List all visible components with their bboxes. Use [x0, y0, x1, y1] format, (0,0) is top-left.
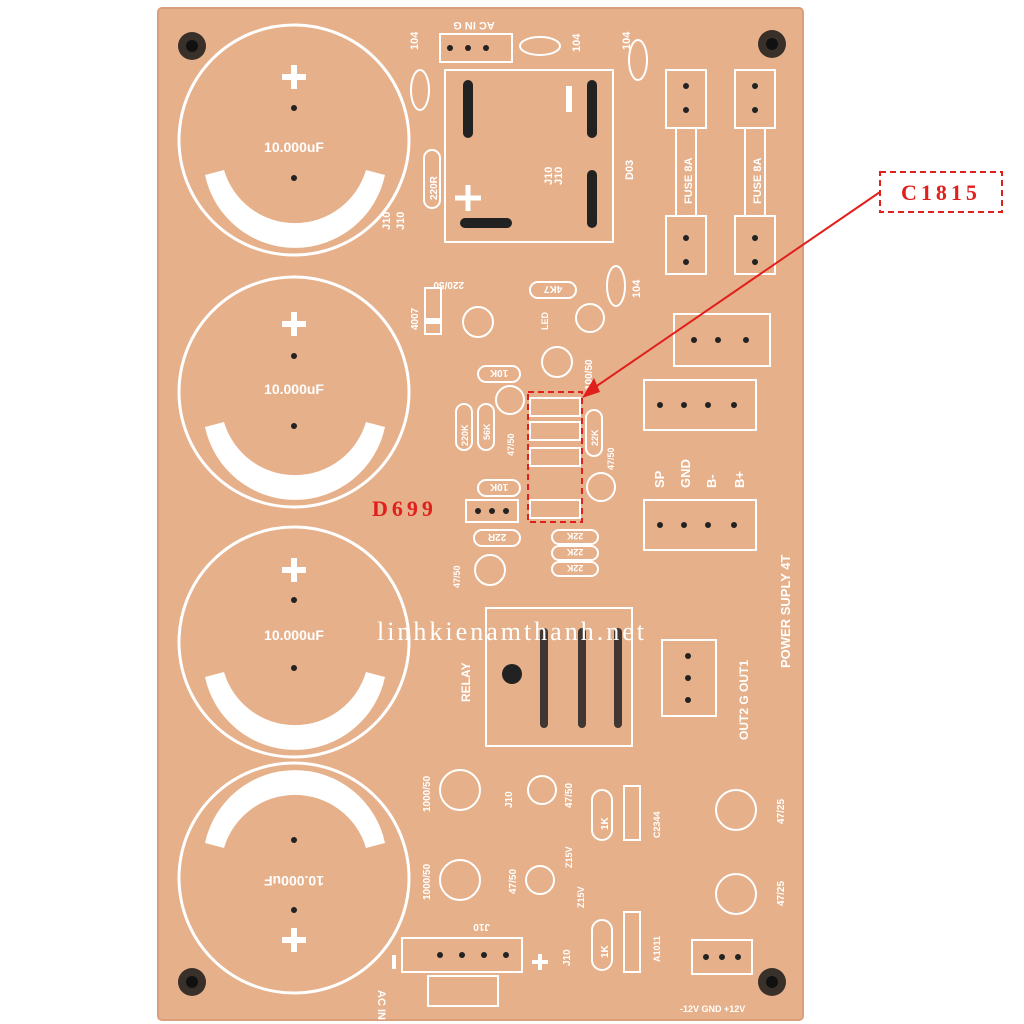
svg-text:J10: J10	[543, 167, 555, 185]
svg-text:A1011: A1011	[652, 936, 662, 962]
ac-in-connector-bottom: J10 AC IN G	[375, 921, 548, 1024]
svg-text:47/25: 47/25	[776, 799, 787, 824]
svg-text:J10: J10	[553, 167, 565, 185]
c1815-arrow-head	[582, 378, 600, 398]
svg-text:B-: B-	[704, 474, 719, 488]
svg-text:FUSE 8A: FUSE 8A	[683, 157, 695, 204]
svg-text:104: 104	[571, 33, 583, 52]
watermark-text: linhkienamthanh.net	[377, 617, 647, 646]
svg-text:C2344: C2344	[652, 811, 662, 838]
svg-text:OUT2 G OUT1: OUT2 G OUT1	[737, 660, 751, 740]
svg-text:104: 104	[409, 31, 421, 50]
big-capacitor-3: 10.000uF	[177, 525, 411, 759]
svg-text:22K: 22K	[566, 547, 583, 557]
svg-text:22K: 22K	[590, 429, 600, 446]
svg-text:GND: GND	[678, 459, 693, 488]
svg-text:104: 104	[631, 279, 643, 298]
cap-3-value: 10.000uF	[264, 627, 324, 643]
svg-text:RELAY: RELAY	[459, 662, 473, 702]
lower-components: 1000/50 1000/50 J10 47/50 47/50 1K C2344…	[422, 769, 787, 1014]
svg-text:100/50: 100/50	[584, 359, 595, 390]
svg-text:10K: 10K	[489, 481, 508, 492]
bridge-rectifier-d03: D03 J10 J10	[444, 69, 636, 243]
svg-text:J10: J10	[562, 949, 573, 966]
right-connectors: SP GND B- B+ POWER SUPLY 4T OUT2 G OUT1	[643, 313, 793, 740]
transistor-pads	[529, 397, 581, 519]
svg-text:LED: LED	[540, 311, 550, 330]
svg-text:Z15V: Z15V	[576, 886, 586, 908]
cap-2-value: 10.000uF	[264, 381, 324, 397]
d699-label: D699	[372, 496, 437, 521]
svg-text:1000/50: 1000/50	[422, 863, 433, 900]
svg-text:220R: 220R	[429, 175, 440, 200]
svg-text:J10: J10	[504, 791, 515, 808]
big-capacitor-4: 10.000uF	[177, 761, 411, 995]
svg-text:47/50: 47/50	[452, 565, 462, 588]
cap-4-value: 10.000uF	[264, 873, 324, 889]
big-capacitor-2: 10.000uF	[177, 275, 411, 509]
svg-text:J10: J10	[473, 921, 490, 932]
svg-text:Z15V: Z15V	[564, 846, 574, 868]
svg-text:47/50: 47/50	[506, 433, 516, 456]
svg-text:AC IN G: AC IN G	[375, 990, 387, 1024]
cap-1-value: 10.000uF	[264, 139, 324, 155]
svg-text:J10: J10	[381, 212, 393, 230]
svg-text:AC IN G: AC IN G	[453, 19, 495, 31]
c1815-label-box	[879, 171, 1003, 213]
svg-text:J10: J10	[395, 212, 407, 230]
mounting-holes	[178, 30, 786, 996]
svg-text:22K: 22K	[566, 531, 583, 541]
svg-text:220K: 220K	[460, 424, 470, 446]
svg-text:B+: B+	[732, 471, 747, 488]
relay: RELAY	[459, 607, 633, 747]
svg-text:SP: SP	[652, 470, 667, 488]
svg-text:22R: 22R	[487, 531, 506, 542]
svg-text:22K: 22K	[566, 563, 583, 573]
svg-text:-12V GND +12V: -12V GND +12V	[680, 1004, 745, 1014]
svg-text:220/50: 220/50	[433, 279, 464, 290]
svg-text:POWER SUPLY 4T: POWER SUPLY 4T	[778, 555, 793, 668]
pcb-board	[158, 8, 803, 1020]
middle-components: 4007 220/50 4K7 LED 100/50 10K 220K 56K …	[410, 279, 616, 588]
ac-in-connector-top: AC IN G 104 104	[409, 19, 583, 63]
c1815-label: C1815	[901, 180, 981, 205]
fuse-holders: FUSE 8A FUSE 8A	[665, 69, 776, 275]
annotation-overlay: C1815 D699	[372, 171, 1003, 523]
highlight-box	[527, 391, 583, 523]
svg-text:4007: 4007	[410, 307, 421, 330]
c1815-arrow-line	[587, 191, 881, 393]
svg-text:47/50: 47/50	[508, 869, 519, 894]
svg-text:47/50: 47/50	[564, 783, 575, 808]
svg-text:47/25: 47/25	[776, 881, 787, 906]
big-capacitor-1: 10.000uF	[177, 23, 411, 257]
svg-text:1000/50: 1000/50	[422, 775, 433, 812]
svg-text:10K: 10K	[489, 367, 508, 378]
svg-text:1K: 1K	[600, 944, 611, 958]
svg-text:1K: 1K	[600, 816, 611, 830]
svg-text:56K: 56K	[482, 423, 492, 440]
svg-text:FUSE 8A: FUSE 8A	[752, 157, 764, 204]
top-small-parts: 220R J10 J10 104 104	[381, 31, 648, 307]
svg-text:104: 104	[621, 31, 633, 50]
svg-text:4K7: 4K7	[543, 283, 562, 294]
svg-text:47/50: 47/50	[606, 447, 616, 470]
svg-text:D03: D03	[624, 160, 636, 180]
